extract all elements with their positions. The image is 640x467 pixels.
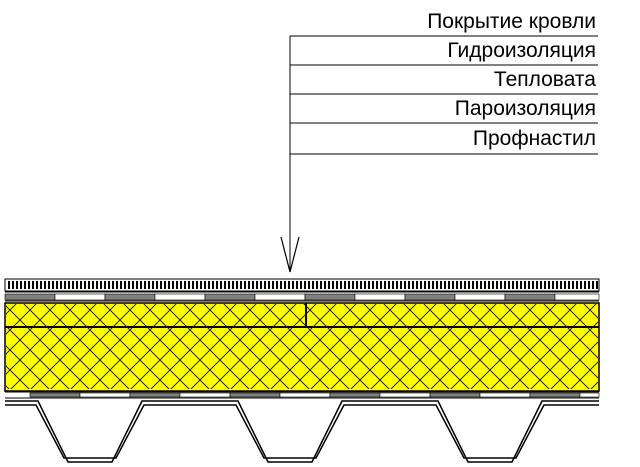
membrane-strip	[379, 392, 431, 398]
label-mineral-wool: Тепловата	[494, 68, 596, 91]
membrane-strip	[129, 392, 181, 398]
membrane-strip	[554, 293, 600, 301]
leader-arrow-icon	[280, 236, 300, 273]
membrane-strip	[79, 392, 131, 398]
membrane-strip	[504, 293, 556, 301]
layer-roof-covering	[4, 278, 600, 292]
membrane-strip	[204, 293, 256, 301]
callout-leader	[289, 35, 598, 272]
membrane-strip	[479, 392, 531, 398]
membrane-strip	[329, 392, 381, 398]
layer-waterproofing	[4, 291, 600, 302]
label-profiled-sheet: Профнастил	[473, 127, 596, 150]
membrane-strip	[429, 392, 481, 398]
membrane-strip	[579, 392, 600, 398]
membrane-strip	[454, 293, 506, 301]
layer-vapor-barrier	[5, 391, 600, 399]
membrane-strip	[104, 293, 156, 301]
membrane-strip	[254, 293, 306, 301]
label-vapor-barrier: Пароизоляция	[455, 97, 596, 120]
label-waterproofing: Гидроизоляция	[447, 39, 596, 62]
membrane-strip	[354, 293, 406, 301]
membrane-strip	[29, 392, 81, 398]
membrane-strip	[529, 392, 581, 398]
membrane-strip	[179, 392, 231, 398]
membrane-strip	[54, 293, 106, 301]
callout-labels: Покрытие кровли Гидроизоляция Тепловата …	[427, 10, 596, 150]
layer-mineral-wool	[4, 302, 600, 392]
label-roof-covering: Покрытие кровли	[427, 10, 596, 33]
membrane-strip	[229, 392, 281, 398]
membrane-strip	[404, 293, 456, 301]
membrane-strip	[4, 293, 56, 301]
membrane-strip	[304, 293, 356, 301]
membrane-strip	[154, 293, 206, 301]
layer-profiled-sheet	[5, 400, 599, 463]
membrane-strip	[279, 392, 331, 398]
